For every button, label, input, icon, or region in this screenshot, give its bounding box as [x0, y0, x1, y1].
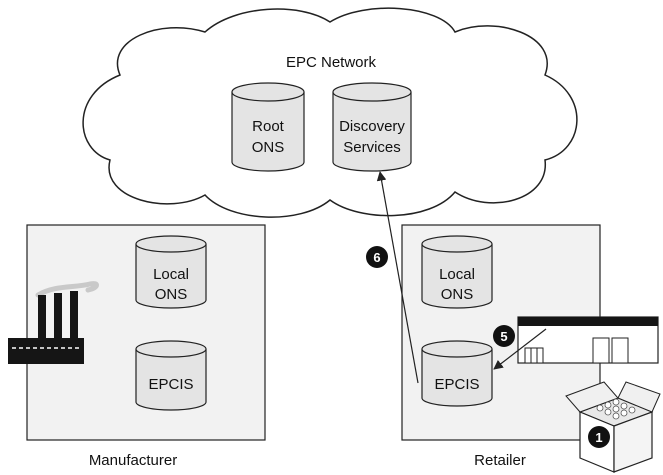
- discovery-services-database: Discovery Services: [332, 82, 412, 172]
- step-6-label: 6: [373, 250, 380, 265]
- manufacturer-local-ons-line1: Local: [153, 266, 189, 283]
- warehouse-icon: [517, 316, 659, 364]
- root-ons-label-line2: ONS: [252, 139, 285, 156]
- retailer-epcis-database: EPCIS: [421, 340, 493, 407]
- arrow-warehouse-to-epcis: [493, 328, 547, 370]
- retailer-local-ons-database: Local ONS: [421, 235, 493, 309]
- retailer-label: Retailer: [474, 452, 526, 469]
- arrow-epcis-to-discovery: [376, 171, 419, 384]
- retailer-epcis-label: EPCIS: [434, 376, 479, 393]
- step-marker-5: 5: [493, 325, 515, 347]
- manufacturer-epcis-database: EPCIS: [135, 340, 207, 411]
- cloud-shape: [82, 7, 578, 218]
- package-box-icon: [565, 381, 661, 473]
- manufacturer-panel: Manufacturer Local ONS EPCIS: [26, 224, 266, 469]
- manufacturer-local-ons-database: Local ONS: [135, 235, 207, 309]
- manufacturer-label: Manufacturer: [89, 452, 177, 469]
- discovery-services-label-line2: Services: [343, 139, 401, 156]
- manufacturer-local-ons-line2: ONS: [155, 286, 188, 303]
- retailer-local-ons-line1: Local: [439, 266, 475, 283]
- step-marker-1: 1: [588, 426, 610, 448]
- step-1-label: 1: [595, 430, 602, 445]
- factory-icon: [8, 281, 99, 364]
- manufacturer-epcis-label: EPCIS: [148, 376, 193, 393]
- epc-network-cloud: EPC Network: [82, 7, 578, 218]
- step-5-label: 5: [500, 329, 507, 344]
- step-marker-6: 6: [366, 246, 388, 268]
- root-ons-database: Root ONS: [231, 82, 305, 172]
- discovery-services-label-line1: Discovery: [339, 118, 405, 135]
- retailer-local-ons-line2: ONS: [441, 286, 474, 303]
- root-ons-label-line1: Root: [252, 118, 285, 135]
- cloud-title: EPC Network: [286, 54, 377, 71]
